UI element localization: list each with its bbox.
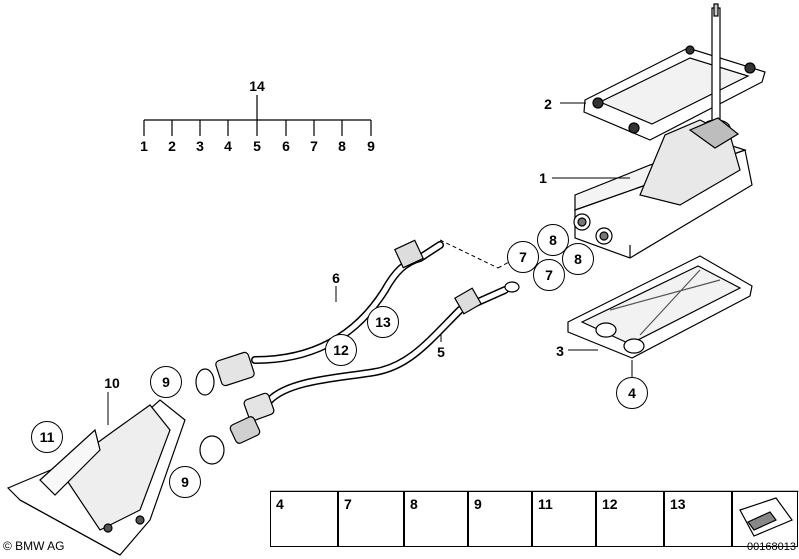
legend-cell-9: 9 bbox=[468, 491, 532, 547]
legend-cell-8: 8 bbox=[404, 491, 468, 547]
kit-child-label: 9 bbox=[367, 138, 375, 154]
leader-lines bbox=[107, 102, 633, 425]
callout-part-1: 1 bbox=[539, 170, 547, 186]
callout-part-3: 3 bbox=[556, 343, 564, 359]
legend-number: 8 bbox=[410, 496, 418, 512]
console-bracket-drawing bbox=[6, 399, 186, 556]
gasket-frame-drawing bbox=[583, 45, 766, 141]
kit-child-label: 4 bbox=[224, 138, 232, 154]
circled-callout-8: 8 bbox=[562, 243, 594, 275]
legend-number: 11 bbox=[538, 496, 553, 512]
kit-number-label: 14 bbox=[249, 78, 265, 94]
callout-part-5: 5 bbox=[437, 344, 445, 360]
legend-number: 12 bbox=[602, 496, 618, 512]
cable-6-drawing bbox=[251, 239, 444, 364]
gearshift-housing-drawing bbox=[573, 117, 753, 259]
kit-child-label: 8 bbox=[338, 138, 346, 154]
circled-callout-7: 7 bbox=[533, 259, 565, 291]
cable-5-drawing bbox=[266, 281, 520, 404]
legend-number: 13 bbox=[670, 496, 686, 512]
diagram-reference-number: 00168013 bbox=[747, 541, 796, 553]
circled-callout-9: 9 bbox=[150, 366, 182, 398]
kit-child-label: 5 bbox=[253, 138, 261, 154]
base-plate-drawing bbox=[567, 255, 753, 359]
circled-callout-11: 11 bbox=[31, 421, 63, 453]
circled-callout-12: 12 bbox=[325, 334, 357, 366]
kit-child-label: 2 bbox=[168, 138, 176, 154]
circled-callout-7: 7 bbox=[507, 241, 539, 273]
legend-cell-13: 13 bbox=[664, 491, 732, 547]
circled-callout-13: 13 bbox=[367, 306, 399, 338]
circled-callout-4: 4 bbox=[616, 377, 648, 409]
copyright-text: © BMW AG bbox=[3, 539, 65, 553]
legend-cell-12: 12 bbox=[596, 491, 664, 547]
kit-child-label: 7 bbox=[310, 138, 318, 154]
kit-child-label: 6 bbox=[282, 138, 290, 154]
legend-cell-arrow bbox=[732, 491, 798, 547]
legend-cell-4: 4 bbox=[270, 491, 338, 547]
callout-part-2: 2 bbox=[544, 96, 552, 112]
circled-callout-9: 9 bbox=[169, 466, 201, 498]
cable-end-bushings bbox=[195, 351, 275, 465]
legend-number: 4 bbox=[276, 496, 284, 512]
legend-cell-11: 11 bbox=[532, 491, 596, 547]
kit-child-label: 1 bbox=[140, 138, 148, 154]
legend-number: 9 bbox=[474, 496, 482, 512]
kit-bracket bbox=[143, 95, 372, 136]
direction-arrow-icon bbox=[739, 497, 793, 537]
legend-cell-7: 7 bbox=[338, 491, 404, 547]
callout-part-10: 10 bbox=[104, 375, 120, 391]
kit-child-label: 3 bbox=[196, 138, 204, 154]
callout-part-6: 6 bbox=[332, 270, 340, 286]
legend-number: 7 bbox=[344, 496, 352, 512]
